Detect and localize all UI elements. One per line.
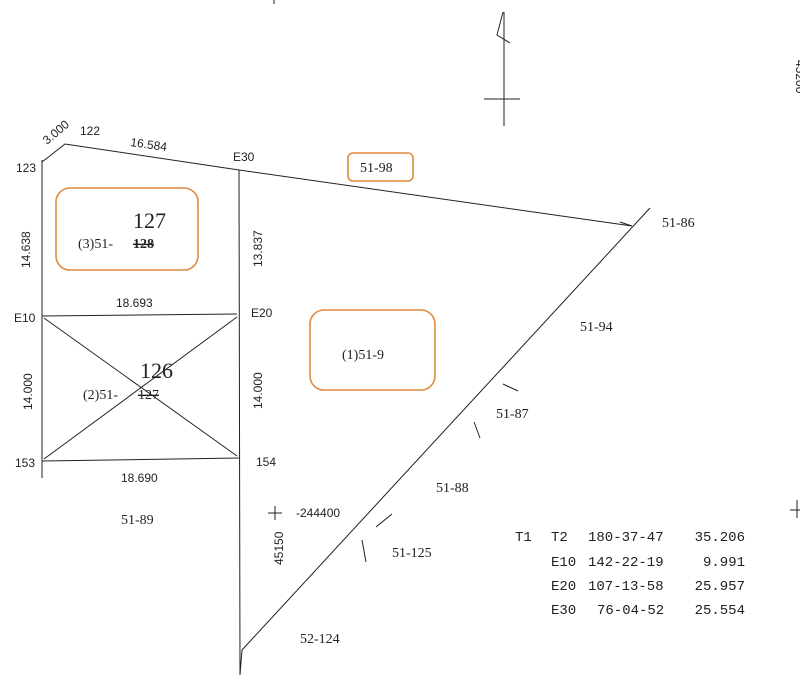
distance-left-overprint: 14.000 xyxy=(21,373,35,410)
distance-13837: 13.837 xyxy=(251,230,265,267)
table-cell: E30 xyxy=(551,603,576,619)
parcel-3-old-number: 128 xyxy=(133,237,154,252)
parcel-2-new-number: 126 xyxy=(140,358,173,383)
point-e10: E10 xyxy=(14,311,36,325)
neighbor-parcel: 52-124 xyxy=(300,632,340,647)
neighbor-parcel: 51-94 xyxy=(580,320,613,335)
parcel-2-prefix: (2)51- xyxy=(83,388,118,403)
table-cell: 142-22-19 xyxy=(588,555,664,571)
boundary-lines xyxy=(41,143,651,676)
point-153: 153 xyxy=(15,456,35,470)
neighbor-parcel: 51-86 xyxy=(662,216,695,231)
station-label: T1 xyxy=(515,530,532,546)
table-cell: 180-37-47 xyxy=(588,530,664,546)
parcel-2-old-number: 127 xyxy=(138,388,159,403)
distance-14638: 14.638 xyxy=(19,231,33,268)
distance-18693: 18.693 xyxy=(116,296,153,310)
neighbor-parcel: 51-125 xyxy=(392,546,432,561)
table-cell: 76-04-52 xyxy=(597,603,664,619)
highlight-51-98 xyxy=(347,152,414,182)
parcel-3-new-number: 127 xyxy=(133,208,166,233)
coordinate-y: 45150 xyxy=(272,531,286,565)
point-e20: E20 xyxy=(251,306,273,320)
table-cell: 9.991 xyxy=(703,555,745,571)
distance-18690: 18.690 xyxy=(121,471,158,485)
point-154: 154 xyxy=(256,455,276,469)
neighbor-parcel: 51-88 xyxy=(436,481,469,496)
distance-14000: 14.000 xyxy=(251,372,265,409)
highlight-parcel-1 xyxy=(309,309,436,391)
table-cell: 25.554 xyxy=(695,603,745,619)
distance-3000: 3.000 xyxy=(40,117,72,147)
cross-out-line xyxy=(43,316,238,460)
table-cell: T2 xyxy=(551,530,568,546)
coordinate-x: -244400 xyxy=(296,506,340,520)
table-cell: 107-13-58 xyxy=(588,579,664,595)
neighbor-parcel: 51-87 xyxy=(496,407,529,422)
point-122: 122 xyxy=(80,124,100,138)
coordinate-cross-icon xyxy=(268,500,800,520)
point-e30: E30 xyxy=(233,150,255,164)
highlight-parcel-3 xyxy=(55,187,199,271)
table-cell: E10 xyxy=(551,555,576,571)
point-123: 123 xyxy=(16,161,36,175)
north-arrow-icon xyxy=(484,11,520,126)
coordinate-right: 45200 xyxy=(793,60,800,94)
parcel-1-label: (1)51-9 xyxy=(342,348,384,363)
parcel-3-prefix: (3)51- xyxy=(78,237,113,252)
table-cell: E20 xyxy=(551,579,576,595)
neighbor-parcel: 51-98 xyxy=(360,161,393,176)
neighbor-parcel: 51-89 xyxy=(121,513,154,528)
distance-16584: 16.584 xyxy=(130,135,169,154)
survey-table: T1 T2 180-37-47 35.206 E10 142-22-19 9.9… xyxy=(515,530,745,619)
table-cell: 35.206 xyxy=(695,530,745,546)
cross-out-line xyxy=(43,317,238,457)
table-cell: 25.957 xyxy=(695,579,745,595)
